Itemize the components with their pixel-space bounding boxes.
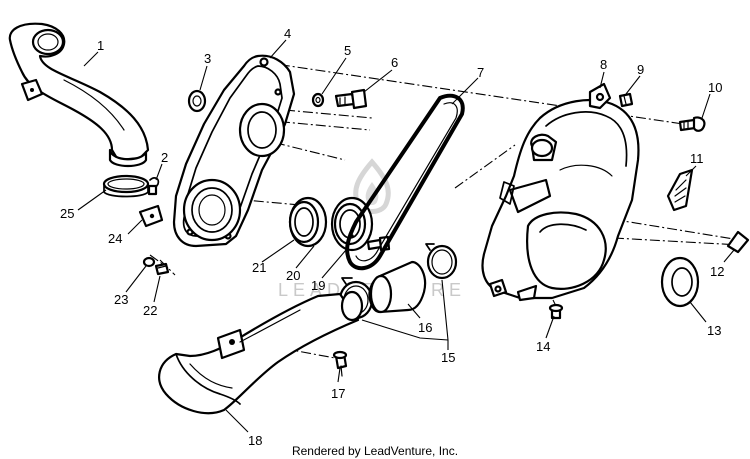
callout-21: 21 bbox=[252, 260, 266, 275]
part-3-seal[interactable] bbox=[187, 89, 207, 113]
callout-6: 6 bbox=[391, 55, 398, 70]
callout-9: 9 bbox=[637, 62, 644, 77]
callout-16: 16 bbox=[418, 320, 432, 335]
callout-18: 18 bbox=[248, 433, 262, 448]
part-11-warning-decal[interactable] bbox=[666, 168, 694, 212]
part-8-outer-cover[interactable] bbox=[481, 82, 640, 302]
part-13-gasket[interactable] bbox=[660, 256, 700, 308]
part-17-screw[interactable] bbox=[332, 350, 348, 377]
part-1-intake-duct[interactable] bbox=[8, 22, 150, 168]
callout-15: 15 bbox=[441, 350, 455, 365]
callout-11: 11 bbox=[690, 151, 704, 166]
part-21-seal[interactable] bbox=[288, 196, 328, 248]
leader-lines bbox=[77, 39, 735, 433]
callout-5: 5 bbox=[344, 43, 351, 58]
callout-24: 24 bbox=[108, 231, 122, 246]
callout-12: 12 bbox=[710, 264, 724, 279]
part-24-bracket[interactable] bbox=[138, 204, 164, 228]
callout-23: 23 bbox=[114, 292, 128, 307]
part-14-screw[interactable] bbox=[548, 303, 564, 320]
callout-20: 20 bbox=[286, 268, 300, 283]
callout-labels: 1 2 3 4 5 6 7 8 9 10 11 12 13 14 15 16 1… bbox=[60, 26, 724, 448]
part-18-exhaust-duct[interactable] bbox=[158, 290, 364, 415]
callout-3: 3 bbox=[204, 51, 211, 66]
callout-22: 22 bbox=[143, 303, 157, 318]
part-6-bolt[interactable] bbox=[334, 88, 368, 110]
callout-17: 17 bbox=[331, 386, 345, 401]
part-22-screw[interactable] bbox=[154, 262, 170, 276]
part-9-decal[interactable] bbox=[618, 92, 634, 108]
callout-1: 1 bbox=[97, 38, 104, 53]
callout-4: 4 bbox=[284, 26, 291, 41]
callout-2: 2 bbox=[161, 150, 168, 165]
callout-8: 8 bbox=[600, 57, 607, 72]
callout-13: 13 bbox=[707, 323, 721, 338]
part-5-washer[interactable] bbox=[311, 92, 325, 108]
part-25-hose-clamp[interactable] bbox=[102, 174, 150, 198]
part-12-decal[interactable] bbox=[726, 230, 750, 254]
callout-10: 10 bbox=[708, 80, 722, 95]
part-16-sleeve[interactable] bbox=[368, 260, 427, 314]
callout-25: 25 bbox=[60, 206, 74, 221]
callout-7: 7 bbox=[477, 65, 484, 80]
callout-14: 14 bbox=[536, 339, 550, 354]
watermark-logo-icon bbox=[353, 158, 391, 214]
part-10-screw[interactable] bbox=[678, 116, 706, 132]
footer-credit: Rendered by LeadVenture, Inc. bbox=[292, 444, 458, 458]
part-2-clip[interactable] bbox=[147, 177, 160, 196]
part-4-inner-cover[interactable] bbox=[172, 54, 296, 248]
part-23-washer[interactable] bbox=[142, 256, 156, 268]
callout-19: 19 bbox=[311, 278, 325, 293]
part-7-drive-belt[interactable] bbox=[345, 93, 465, 271]
